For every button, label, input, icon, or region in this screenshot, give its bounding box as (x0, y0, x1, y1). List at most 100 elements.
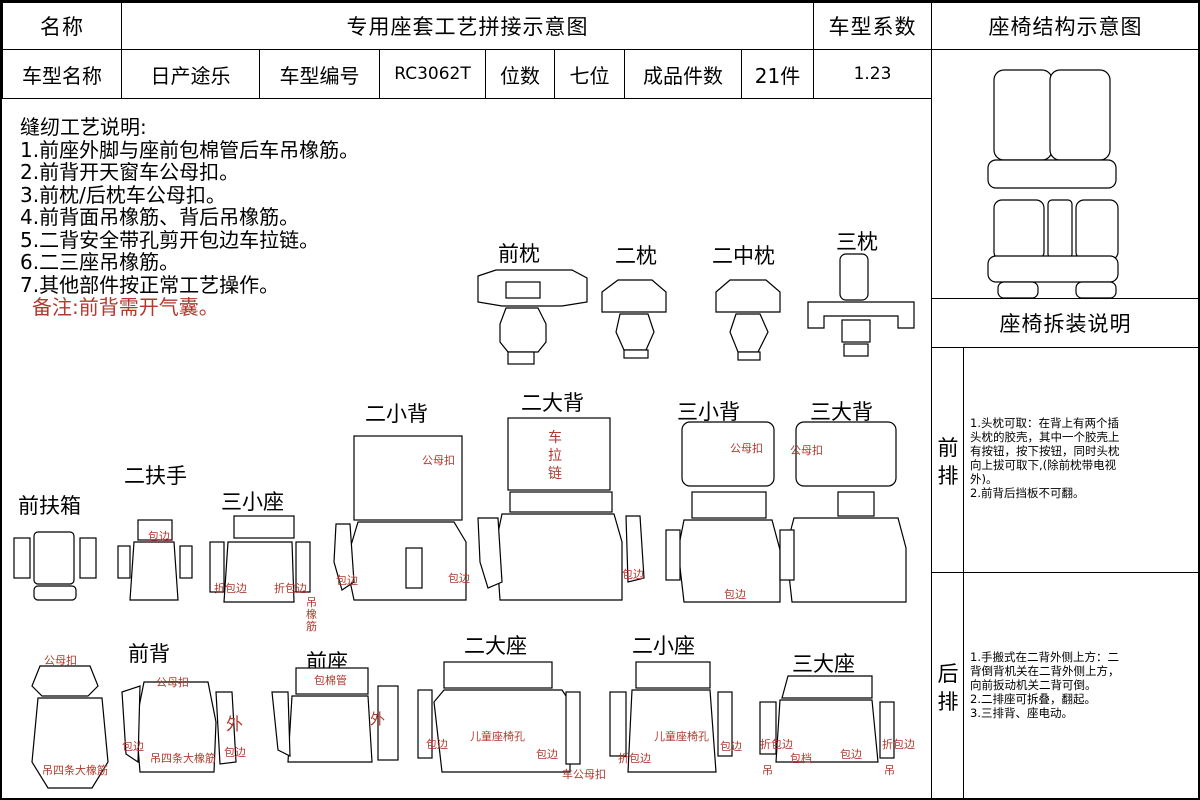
second-big-back-pieces (477, 417, 645, 601)
structure-label: 座椅结构示意图 (988, 15, 1143, 39)
svg-text:车: 车 (548, 429, 562, 446)
annotation-snaps: 公母扣 (422, 453, 455, 467)
svg-text:包边: 包边 (336, 574, 358, 587)
model-name-cell: 日产途乐 (121, 49, 260, 99)
svg-text:折包边: 折包边 (882, 737, 915, 751)
main-area-top-border (2, 98, 932, 99)
svg-text:公母扣: 公母扣 (790, 443, 823, 457)
svg-text:吊: 吊 (306, 596, 317, 609)
count-label: 成品件数 (643, 63, 723, 88)
front-seat-pieces (271, 667, 399, 763)
part-label-third-headrest: 三枕 (836, 230, 878, 254)
svg-text:外: 外 (370, 710, 385, 728)
seat-structure-drawing (987, 69, 1119, 299)
front-headrest-pieces (477, 269, 588, 365)
second-headrest-pieces (601, 279, 667, 359)
disassembly-title-cell: 座椅拆装说明 (931, 298, 1198, 348)
seats-label: 位数 (500, 63, 540, 88)
second-armrest-pieces (117, 519, 193, 601)
instruction-item: 7.其他部件按正常工艺操作。 (20, 272, 280, 297)
svg-text:吊四条大橡筋: 吊四条大橡筋 (150, 751, 216, 765)
svg-text:包边: 包边 (720, 740, 742, 753)
svg-text:筋: 筋 (306, 619, 317, 633)
structure-label-cell: 座椅结构示意图 (931, 2, 1198, 50)
part-label-third-big-back: 三大背 (810, 400, 873, 424)
front-back-pieces (31, 665, 237, 789)
model-name-label: 车型名称 (22, 63, 102, 88)
model-code-label: 车型编号 (279, 63, 360, 88)
rear-row-label: 后 排 (937, 662, 959, 714)
instruction-remark: 备注:前背需开气囊。 (32, 295, 219, 319)
third-big-back-pieces (779, 421, 907, 603)
svg-text:包边: 包边 (724, 588, 746, 601)
coef-label: 车型系数 (828, 15, 917, 39)
second-small-back-pieces (333, 435, 467, 601)
svg-text:外: 外 (226, 715, 243, 735)
svg-text:吊四条大橡筋: 吊四条大橡筋 (42, 763, 108, 777)
svg-text:包边: 包边 (148, 530, 170, 543)
svg-text:包边: 包边 (622, 568, 644, 581)
part-label-second-headrest: 二枕 (615, 244, 657, 268)
svg-text:吊: 吊 (884, 764, 895, 777)
instruction-item: 4.前背面吊橡筋、背后吊橡筋。 (20, 205, 300, 229)
svg-text:儿童座椅孔: 儿童座椅孔 (654, 729, 709, 743)
svg-text:折包边: 折包边 (618, 751, 651, 765)
model-code: RC3062T (394, 64, 471, 84)
svg-text:公母扣: 公母扣 (44, 653, 77, 667)
svg-text:包棉管: 包棉管 (314, 673, 347, 687)
part-label-second-big-seat: 二大座 (464, 634, 527, 658)
count-cell: 21件 (741, 49, 814, 99)
svg-text:包边: 包边 (448, 572, 470, 585)
seats-value: 七位 (569, 63, 610, 88)
part-label-second-big-back: 二大背 (521, 391, 584, 415)
rear-row-notes: 1.手搬式在二背外侧上方：二 背倒背机关在二背外侧上方， 向前扳动机关二背可倒。… (970, 650, 1120, 720)
svg-text:折包边: 折包边 (214, 581, 247, 595)
svg-text:包边: 包边 (122, 740, 144, 753)
svg-text:包边: 包边 (536, 748, 558, 761)
part-label-second-mid-headrest: 二中枕 (712, 244, 775, 268)
svg-text:吊: 吊 (762, 764, 773, 777)
instruction-item: 5.二背安全带孔剪开包边车拉链。 (20, 227, 320, 252)
third-headrest-pieces (807, 253, 915, 357)
disassembly-title: 座椅拆装说明 (999, 312, 1132, 336)
svg-text:车公母扣: 车公母扣 (562, 767, 606, 781)
second-mid-headrest-pieces (715, 279, 781, 361)
part-label-front-headrest: 前枕 (498, 242, 540, 266)
instruction-item: 2.前背开天窗车公母扣。 (20, 160, 240, 184)
sewing-annotations: 公母扣 车 拉 链 公母扣 公母扣 包边 包边 包边 包边 包边 折包边 折包边… (42, 429, 915, 781)
part-label-front-armrest-box: 前扶箱 (18, 494, 81, 518)
part-label-second-small-back: 二小背 (365, 402, 428, 426)
third-big-seat-pieces (759, 675, 895, 763)
svg-text:折包边: 折包边 (274, 581, 307, 595)
coef-label-cell: 车型系数 (813, 2, 932, 50)
svg-text:链: 链 (548, 466, 562, 482)
part-label-third-small-back: 三小背 (677, 400, 740, 424)
part-label-second-armrest: 二扶手 (124, 464, 187, 488)
svg-text:包档: 包档 (790, 751, 812, 765)
count-value: 21件 (754, 63, 801, 88)
svg-text:折包边: 折包边 (760, 737, 793, 751)
name-label-cell: 名称 (2, 2, 122, 50)
part-label-third-small-seat: 三小座 (221, 490, 284, 514)
sheet-title: 专用座套工艺拼接示意图 (346, 15, 589, 39)
svg-text:包边: 包边 (224, 746, 246, 759)
instructions-heading: 缝纫工艺说明: (20, 115, 147, 139)
part-label-third-big-seat: 三大座 (792, 652, 855, 676)
front-row-label: 前 排 (937, 436, 959, 488)
svg-text:包边: 包边 (426, 738, 448, 751)
third-small-seat-pieces (209, 515, 311, 603)
name-label: 名称 (40, 15, 84, 39)
front-row-section (931, 347, 1198, 573)
rear-row-section (931, 572, 1198, 798)
seat-structure-diagram-panel (931, 49, 1198, 299)
svg-text:公母扣: 公母扣 (730, 441, 763, 455)
second-big-seat-pieces (417, 661, 581, 773)
front-row-notes: 1.头枕可取：在背上有两个插 头枕的胶壳，其中一个胶壳上 有按钮，按下按钮，同时… (970, 416, 1120, 500)
model-code-cell: RC3062T (379, 49, 486, 99)
front-armrest-box-pieces (13, 531, 97, 601)
model-code-label-cell: 车型编号 (259, 49, 380, 99)
model-name-label-cell: 车型名称 (2, 49, 122, 99)
svg-text:包边: 包边 (840, 748, 862, 761)
instruction-item: 3.前枕/后枕车公母扣。 (20, 182, 226, 207)
